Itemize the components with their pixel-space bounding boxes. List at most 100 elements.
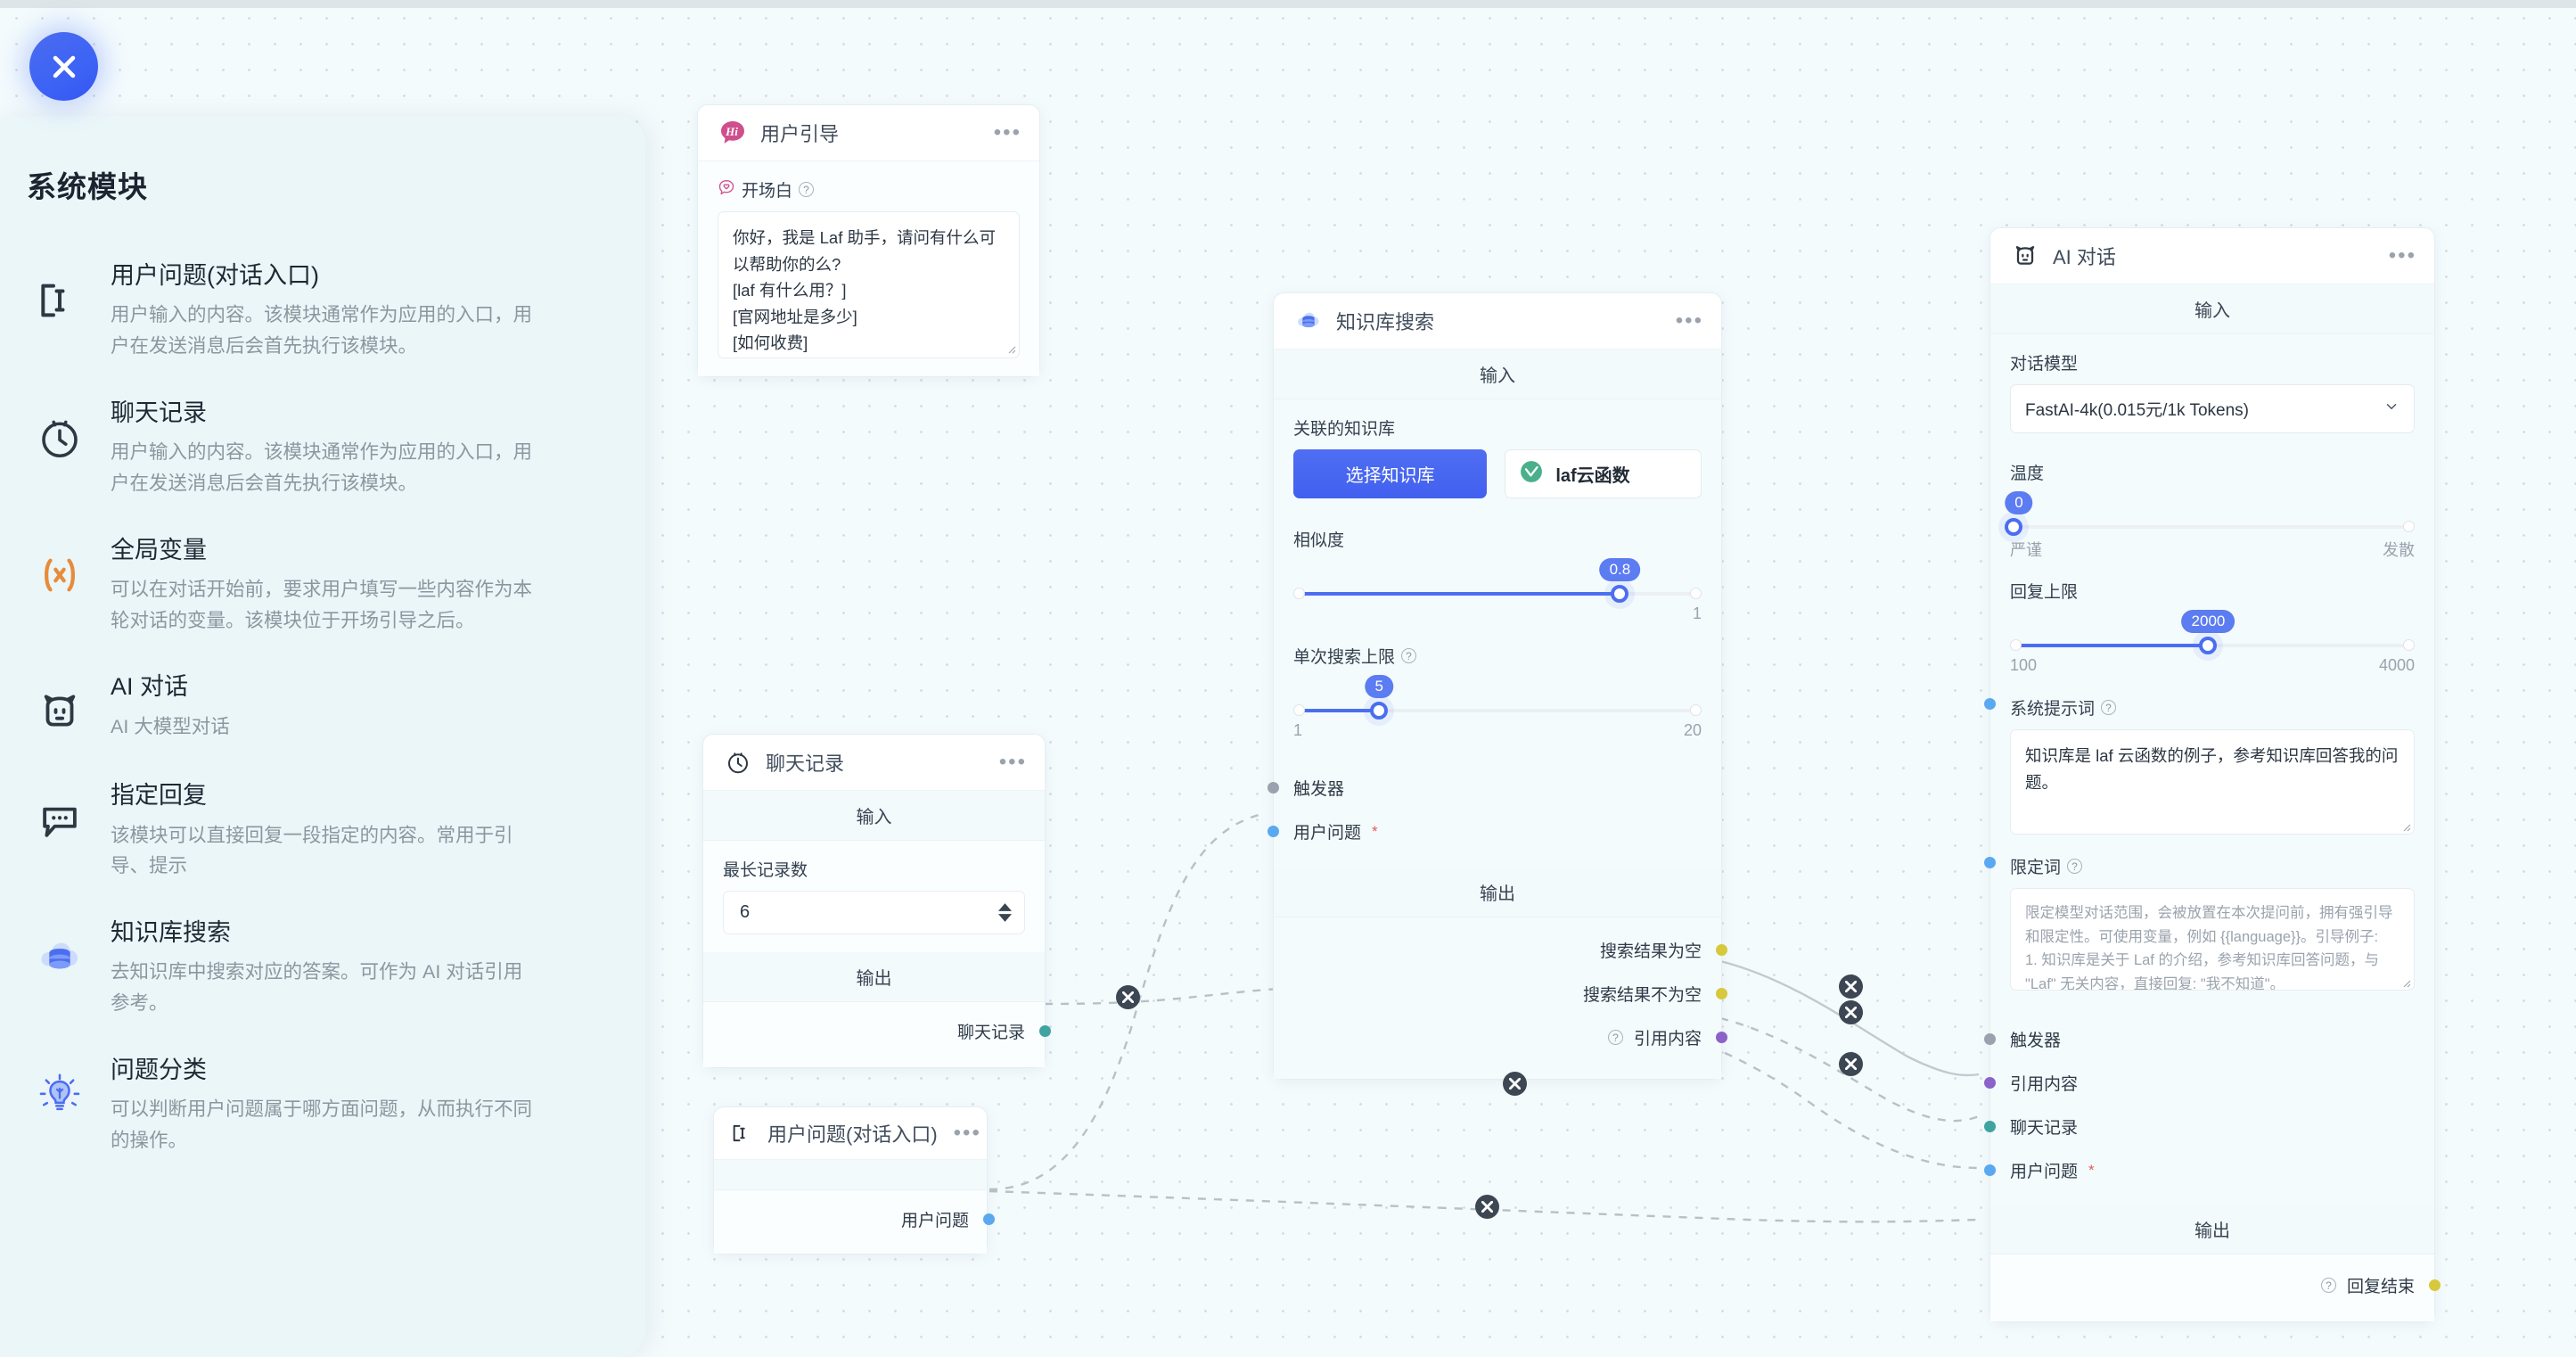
node-title: 聊天记录 — [766, 753, 845, 775]
module-item-user-question[interactable]: 用户问题(对话入口) 用户输入的内容。该模块通常作为应用的入口，用户在发送消息后… — [0, 243, 645, 374]
search-limit-slider[interactable]: 5 1 20 — [1293, 675, 1702, 741]
question-icon[interactable]: ? — [2067, 859, 2083, 874]
slider-thumb[interactable] — [1370, 702, 1389, 720]
slider-value-bubble: 2000 — [2181, 610, 2236, 633]
slider-value-bubble: 0.8 — [1599, 558, 1641, 581]
node-user-question-entry[interactable]: 用户问题(对话入口) ••• 用户问题 — [713, 1106, 995, 1254]
module-item-global-variable[interactable]: 全局变量 可以在对话开始前，要求用户填写一些内容作为本轮对话的变量。该模块位于开… — [0, 518, 645, 648]
port-row[interactable]: ? 回复结束 — [2010, 1263, 2441, 1307]
qualifier-textarea[interactable]: 限定模型对话范围，会被放置在本次提问前，拥有强引导和限定性。可使用变量，例如 {… — [2010, 888, 2415, 991]
node-body: 关联的知识库 选择知识库 laf云函数 相似度 0.8 1 — [1274, 399, 1721, 759]
similarity-slider[interactable]: 0.8 1 — [1293, 558, 1702, 624]
port-dot-system-prompt[interactable] — [1984, 698, 1996, 710]
resize-grip-icon[interactable] — [2400, 821, 2411, 832]
port-dot-chat-history[interactable] — [1984, 1121, 1996, 1132]
port-dot-trigger[interactable] — [1984, 1033, 1996, 1045]
question-icon[interactable]: ? — [2320, 1278, 2336, 1293]
port-row[interactable]: 搜索结果不为空 — [1293, 972, 1727, 1016]
node-ai-chat[interactable]: AI 对话 ••• 输入 对话模型 FastAI-4k(0.015元/1k To… — [1984, 227, 2441, 1322]
port-dot-nonempty-result[interactable] — [1716, 988, 1727, 999]
port-row[interactable]: ? 引用内容 — [1293, 1016, 1727, 1059]
port-dot-user-question[interactable] — [983, 1213, 995, 1225]
slider-min-label: 严谨 — [2010, 541, 2042, 559]
port-row[interactable]: 引用内容 — [1984, 1061, 2415, 1105]
module-item-question-classify[interactable]: 问题分类 可以判断用户问题属于哪方面问题，从而执行不同的操作。 — [0, 1038, 645, 1168]
port-row[interactable]: 触发器 — [1984, 1017, 2415, 1061]
module-list: 用户问题(对话入口) 用户输入的内容。该模块通常作为应用的入口，用户在发送消息后… — [0, 243, 645, 1168]
more-dots-icon[interactable]: ••• — [993, 120, 1021, 144]
slider-thumb[interactable] — [1611, 585, 1629, 603]
kb-chip-laf[interactable]: laf云函数 — [1505, 449, 1702, 498]
model-select[interactable]: FastAI-4k(0.015元/1k Tokens) — [2010, 384, 2415, 433]
slider-thumb[interactable] — [2199, 637, 2218, 654]
slider-value-bubble: 0 — [2005, 491, 2033, 514]
slider-max-label: 1 — [1692, 604, 1702, 622]
slider-thumb[interactable] — [2005, 518, 2022, 536]
resize-grip-icon[interactable] — [1005, 343, 1016, 354]
node-header: 知识库搜索 ••• — [1274, 293, 1721, 350]
port-row[interactable]: 触发器 — [1267, 766, 1702, 810]
module-item-kb-search[interactable]: 知识库搜索 去知识库中搜索对应的答案。可作为 AI 对话引用参考。 — [0, 901, 645, 1031]
edge-delete-icon[interactable] — [1475, 1195, 1499, 1219]
port-dot-qualifier[interactable] — [1984, 857, 1996, 868]
port-label: 用户问题 — [1293, 824, 1362, 843]
port-dot-empty-result[interactable] — [1716, 944, 1727, 956]
port-row[interactable]: 用户问题 — [732, 1197, 995, 1241]
max-tokens-slider[interactable]: 2000 100 4000 — [2010, 610, 2415, 676]
port-row[interactable]: 搜索结果为空 — [1293, 928, 1727, 972]
question-icon[interactable]: ? — [799, 182, 815, 197]
port-dot-quote-content[interactable] — [1716, 1032, 1727, 1043]
max-records-stepper[interactable]: 6 — [723, 891, 1025, 934]
module-item-specified-reply[interactable]: 指定回复 该模块可以直接回复一段指定的内容。常用于引导、提示 — [0, 763, 645, 893]
edge-delete-icon[interactable] — [1839, 975, 1863, 999]
module-desc: 用户输入的内容。该模块通常作为应用的入口，用户在发送消息后会首先执行该模块。 — [111, 304, 533, 357]
output-ports: 用户问题 — [714, 1190, 995, 1254]
port-row[interactable]: 用户问题* — [1267, 810, 1702, 853]
question-icon[interactable]: ? — [1607, 1030, 1623, 1045]
lightbulb-icon — [27, 1062, 93, 1128]
port-row[interactable]: 聊天记录 — [1984, 1105, 2415, 1148]
close-panel-button[interactable] — [29, 32, 98, 101]
text-cursor-icon — [27, 267, 93, 333]
port-label: 聊天记录 — [956, 1024, 1025, 1042]
module-item-ai-chat[interactable]: AI 对话 AI 大模型对话 — [0, 654, 645, 756]
more-dots-icon[interactable]: ••• — [1675, 308, 1703, 333]
output-ports: 搜索结果为空 搜索结果不为空 ? 引用内容 — [1274, 917, 1727, 1079]
temperature-slider[interactable]: 0 严谨 发散 — [2005, 491, 2415, 559]
opening-line-textarea[interactable]: 你好，我是 Laf 助手，请问有什么可以帮助你的么? [laf 有什么用？] [… — [718, 211, 1020, 358]
port-label: 回复结束 — [2346, 1278, 2415, 1296]
section-divider — [714, 1160, 987, 1190]
port-dot-trigger[interactable] — [1267, 782, 1279, 794]
edge-delete-icon[interactable] — [1116, 985, 1140, 1009]
node-title: 用户问题(对话入口) — [767, 1123, 938, 1146]
more-dots-icon[interactable]: ••• — [998, 750, 1027, 774]
slider-min-label: 1 — [1293, 721, 1303, 739]
port-row[interactable]: 用户问题* — [1984, 1148, 2415, 1192]
port-row[interactable]: 聊天记录 — [723, 1009, 1051, 1053]
edge-delete-icon[interactable] — [1839, 1000, 1863, 1024]
more-dots-icon[interactable]: ••• — [2388, 243, 2416, 267]
node-user-guide[interactable]: Hi 用户引导 ••• 开场白 ? 你好，我是 Laf 助手，请问有什么可以帮助… — [697, 104, 1040, 377]
edge-delete-icon[interactable] — [1503, 1072, 1527, 1096]
system-modules-panel: 系统模块 用户问题(对话入口) 用户输入的内容。该模块通常作为应用的入口，用户在… — [0, 116, 645, 1357]
system-prompt-textarea[interactable]: 知识库是 laf 云函数的例子，参考知识库回答我的问题。 — [2010, 729, 2415, 835]
text-cursor-icon — [730, 1118, 755, 1148]
question-icon[interactable]: ? — [1401, 648, 1417, 663]
port-dot-quote-content[interactable] — [1984, 1077, 1996, 1089]
section-input-label: 输入 — [703, 791, 1045, 841]
port-dot-user-question[interactable] — [1267, 826, 1279, 837]
node-chat-history[interactable]: 聊天记录 ••• 输入 最长记录数 6 输出 聊天记录 — [702, 734, 1051, 1068]
edge-delete-icon[interactable] — [1839, 1052, 1863, 1076]
node-kb-search[interactable]: 知识库搜索 ••• 输入 关联的知识库 选择知识库 laf云函数 相似度 — [1267, 292, 1727, 1080]
slider-end-left — [1293, 588, 1305, 599]
port-dot-reply-end[interactable] — [2429, 1279, 2441, 1291]
stepper-arrows[interactable] — [998, 903, 1012, 922]
port-dot-chat-history[interactable] — [1039, 1025, 1051, 1037]
temperature-label: 温度 — [2010, 465, 2045, 483]
more-dots-icon[interactable]: ••• — [953, 1121, 981, 1145]
module-item-chat-history[interactable]: 聊天记录 用户输入的内容。该模块通常作为应用的入口，用户在发送消息后会首先执行该… — [0, 381, 645, 511]
port-dot-user-question[interactable] — [1984, 1164, 1996, 1176]
question-icon[interactable]: ? — [2101, 700, 2117, 715]
select-kb-button[interactable]: 选择知识库 — [1293, 449, 1488, 498]
resize-grip-icon[interactable] — [2400, 977, 2411, 988]
